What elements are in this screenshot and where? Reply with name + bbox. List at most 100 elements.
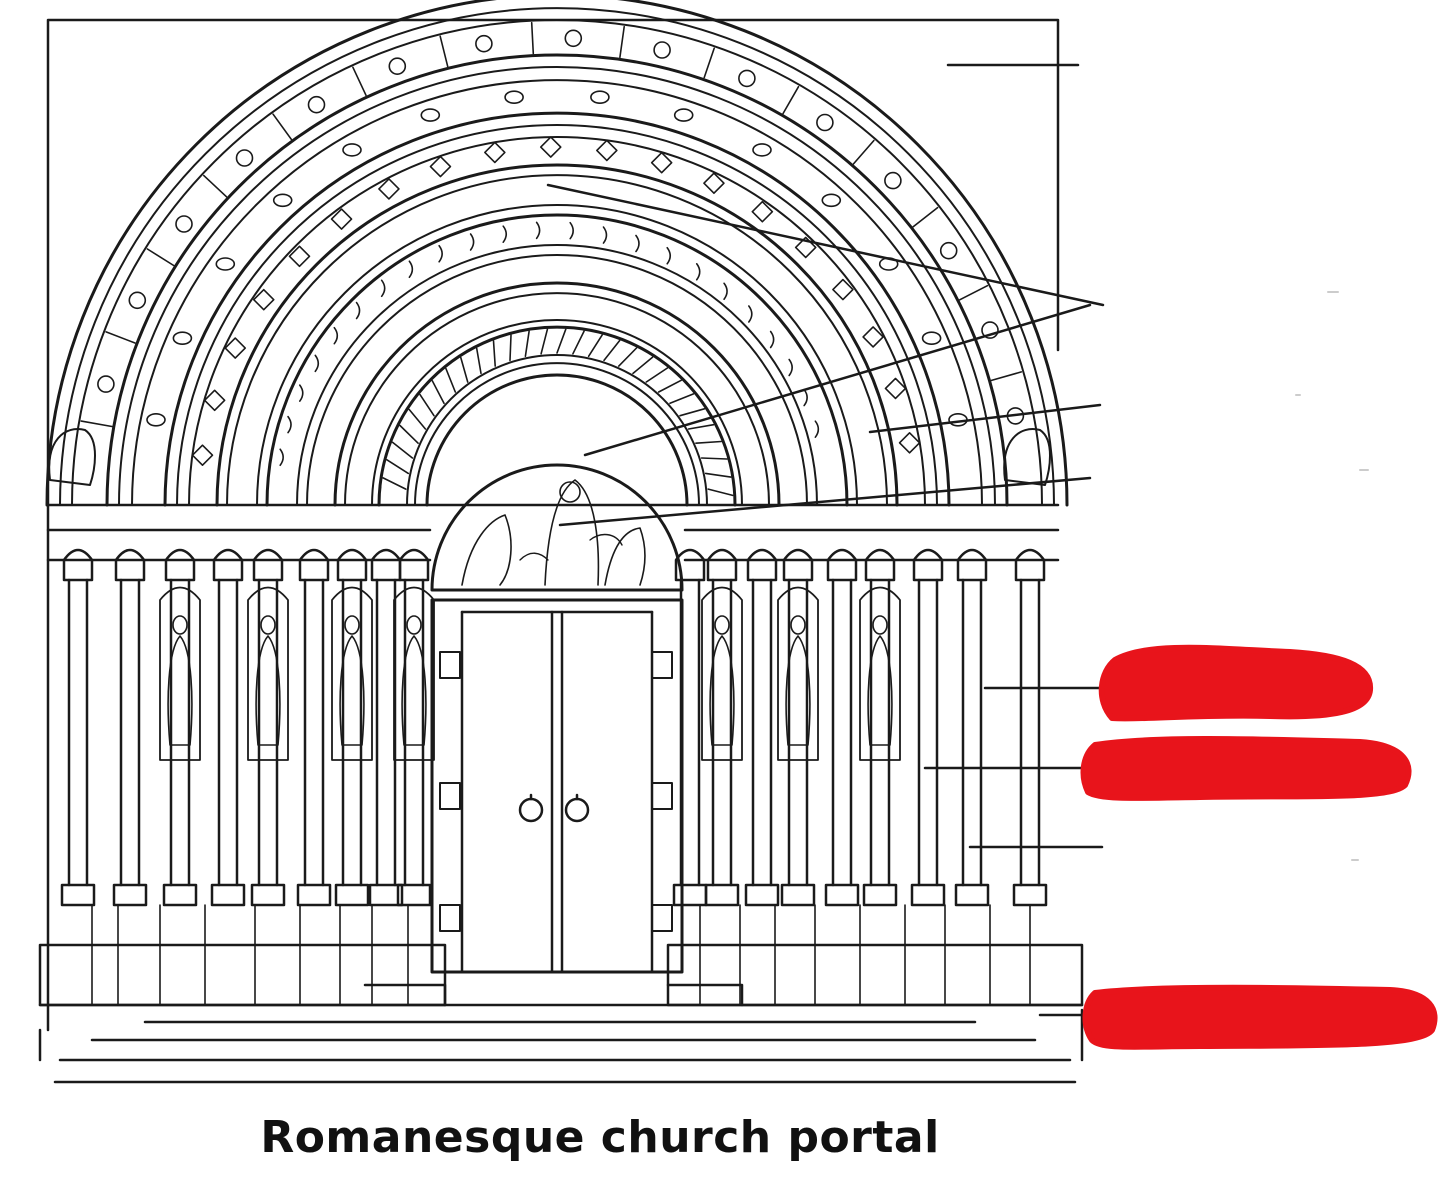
column-capital — [212, 548, 244, 582]
rope-twist — [419, 393, 435, 417]
column-base — [862, 883, 898, 907]
arch-ring — [188, 136, 926, 506]
rope-twist — [687, 423, 715, 430]
scan-specks — [1295, 291, 1369, 861]
column-base — [396, 883, 432, 907]
column-shaft — [375, 578, 397, 887]
wave-motif — [788, 358, 793, 377]
rope-twist — [695, 440, 722, 444]
rope-twist — [707, 488, 734, 497]
statue-niche — [393, 586, 435, 761]
rope-twist — [618, 347, 638, 367]
rope-twist — [399, 424, 419, 444]
statue-head — [714, 615, 730, 635]
carved-figure — [128, 291, 147, 310]
corner-sculptures — [48, 428, 1051, 486]
wave-motif — [298, 384, 304, 402]
wave-motif — [723, 282, 728, 301]
column-capital — [864, 548, 896, 582]
column-shaft — [787, 578, 809, 887]
jamb-column — [60, 548, 96, 907]
arch-ring — [131, 79, 983, 506]
arch-ring — [344, 292, 770, 506]
redaction-mark-2 — [1080, 735, 1412, 801]
carved-figure — [388, 57, 407, 75]
statue-head — [872, 615, 888, 635]
column-base — [334, 883, 370, 907]
arch-ring — [71, 19, 1043, 506]
redaction-mark-1 — [1098, 644, 1374, 722]
rope-twist — [492, 340, 496, 367]
diamond-motif — [703, 172, 725, 195]
carved-panel-divider — [852, 139, 875, 165]
statue-body — [167, 635, 193, 746]
wave-motif — [569, 221, 574, 240]
rope-twist — [540, 328, 549, 355]
carved-figure — [475, 34, 493, 53]
rope-twist — [603, 339, 621, 362]
column-shaft — [831, 578, 853, 887]
band-figure — [921, 331, 942, 346]
diamond-motif — [224, 337, 247, 359]
column-base — [780, 883, 816, 907]
carved-panel-divider — [146, 248, 175, 267]
carved-panel-divider — [439, 35, 449, 68]
arch-ring — [406, 354, 708, 506]
diamond-motif — [884, 377, 907, 400]
column-capital — [826, 548, 858, 582]
column-shaft — [303, 578, 325, 887]
column-shaft — [1019, 578, 1041, 887]
diamond-motif — [650, 151, 673, 174]
band-figure — [752, 143, 772, 157]
arch-ring — [45, 0, 1069, 507]
wave-motif — [635, 234, 640, 253]
column-capital — [782, 548, 814, 582]
rope-twist — [408, 408, 427, 430]
wave-motif — [814, 420, 820, 438]
arch-ring — [265, 213, 849, 507]
rope-twist — [524, 330, 530, 358]
statue-niche — [701, 586, 743, 761]
rope-twist — [509, 334, 512, 362]
archivolt-rings — [45, 0, 1069, 507]
band-figure — [215, 257, 236, 271]
carved-figure — [981, 321, 999, 339]
arch-ring — [256, 204, 858, 506]
column-shaft — [917, 578, 939, 887]
column-shaft — [67, 578, 89, 887]
carved-panel-divider — [782, 85, 800, 115]
rope-twist — [382, 477, 407, 490]
diamond-motif — [898, 432, 921, 454]
wave-motif — [469, 233, 475, 251]
column-base — [250, 883, 286, 907]
diamond-motif — [191, 444, 214, 466]
column-base — [672, 883, 708, 907]
arch-ring — [226, 174, 888, 506]
arch-ring — [215, 163, 899, 507]
rope-twist — [700, 457, 728, 460]
wave-motif — [769, 330, 775, 349]
rope-twist — [587, 334, 603, 358]
leader-line-voussoirs — [546, 183, 1105, 457]
arch-ring — [59, 7, 1055, 506]
leader-lines — [546, 63, 1152, 1017]
rope-twist — [632, 356, 654, 375]
diagram-caption: Romanesque church portal — [260, 1112, 940, 1163]
column-shaft — [217, 578, 239, 887]
jamb-column — [296, 548, 332, 907]
jamb-column — [701, 548, 743, 907]
rope-twist — [572, 330, 585, 355]
arch-ring — [296, 244, 818, 506]
column-capital — [398, 548, 430, 582]
carved-panel-divider — [105, 331, 136, 344]
column-capital — [956, 548, 988, 582]
wave-motif — [502, 225, 508, 243]
carved-figure — [235, 149, 254, 167]
column-base — [1012, 883, 1048, 907]
wave-motif — [333, 326, 339, 345]
diamond-motif — [203, 389, 226, 412]
column-capital — [114, 548, 146, 582]
wave-motif — [666, 246, 672, 265]
column-base — [162, 883, 198, 907]
